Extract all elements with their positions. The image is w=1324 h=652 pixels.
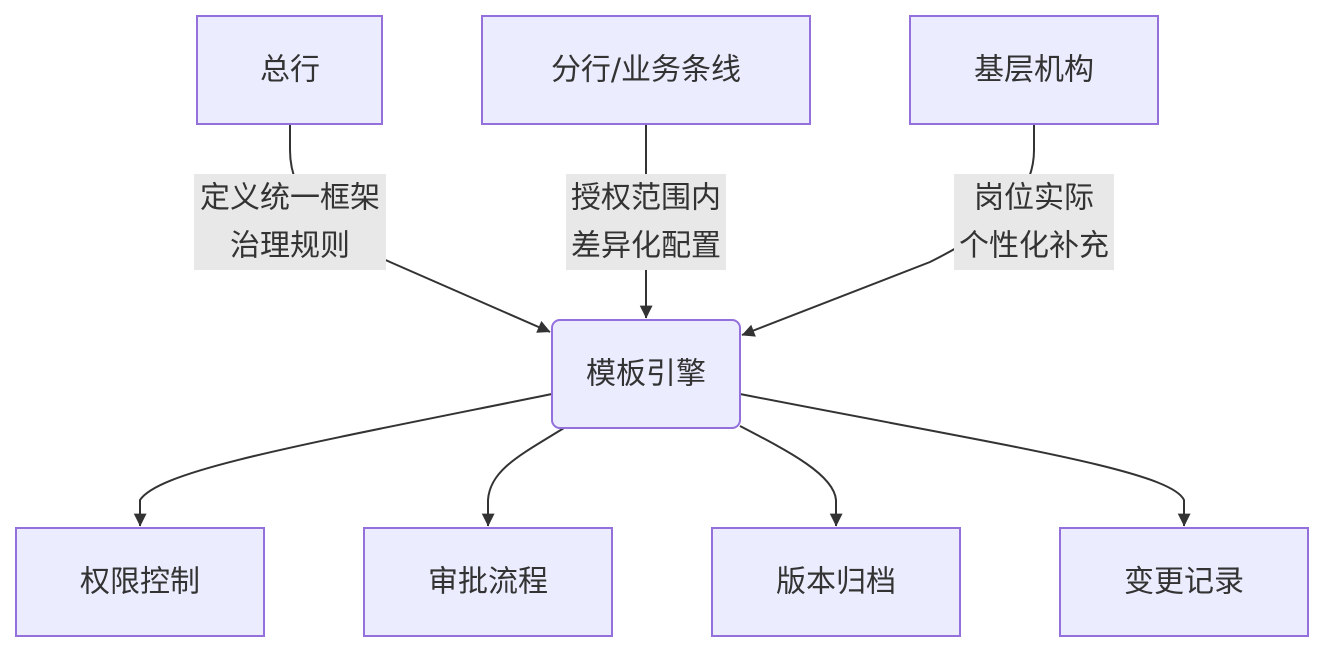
node-branch-label: 分行/业务条线 bbox=[551, 53, 741, 88]
edge-engine-to-approval bbox=[481, 427, 565, 527]
node-head-office-label: 总行 bbox=[260, 53, 320, 88]
edge-engine-to-permission bbox=[133, 393, 553, 527]
edge-label-branch-line-1: 授权范围内 bbox=[571, 181, 721, 216]
node-change[interactable]: 变更记录 bbox=[1059, 527, 1309, 637]
edge-label-head-office-line-1: 定义统一框架 bbox=[200, 181, 380, 216]
node-engine[interactable]: 模板引擎 bbox=[551, 319, 741, 429]
node-approval-label: 审批流程 bbox=[428, 565, 548, 600]
node-grassroots[interactable]: 基层机构 bbox=[909, 15, 1159, 125]
edge-label-grassroots: 岗位实际 个性化补充 bbox=[954, 174, 1114, 270]
node-version[interactable]: 版本归档 bbox=[711, 527, 961, 637]
edge-label-grassroots-line-1: 岗位实际 bbox=[974, 181, 1094, 216]
node-approval[interactable]: 审批流程 bbox=[363, 527, 613, 637]
node-permission[interactable]: 权限控制 bbox=[15, 527, 265, 637]
node-version-label: 版本归档 bbox=[776, 565, 896, 600]
edge-engine-to-version bbox=[739, 425, 843, 527]
node-grassroots-label: 基层机构 bbox=[974, 53, 1094, 88]
edge-label-head-office-line-2: 治理规则 bbox=[230, 229, 350, 264]
edge-label-grassroots-line-2: 个性化补充 bbox=[959, 229, 1109, 264]
node-branch[interactable]: 分行/业务条线 bbox=[481, 15, 811, 125]
node-permission-label: 权限控制 bbox=[80, 565, 200, 600]
edge-engine-to-change bbox=[739, 393, 1191, 527]
edge-label-branch-line-2: 差异化配置 bbox=[571, 229, 721, 264]
edge-label-branch: 授权范围内 差异化配置 bbox=[566, 174, 726, 270]
node-engine-label: 模板引擎 bbox=[586, 357, 706, 392]
node-change-label: 变更记录 bbox=[1124, 565, 1244, 600]
node-head-office[interactable]: 总行 bbox=[196, 15, 383, 125]
edge-label-head-office: 定义统一框架 治理规则 bbox=[194, 174, 386, 270]
